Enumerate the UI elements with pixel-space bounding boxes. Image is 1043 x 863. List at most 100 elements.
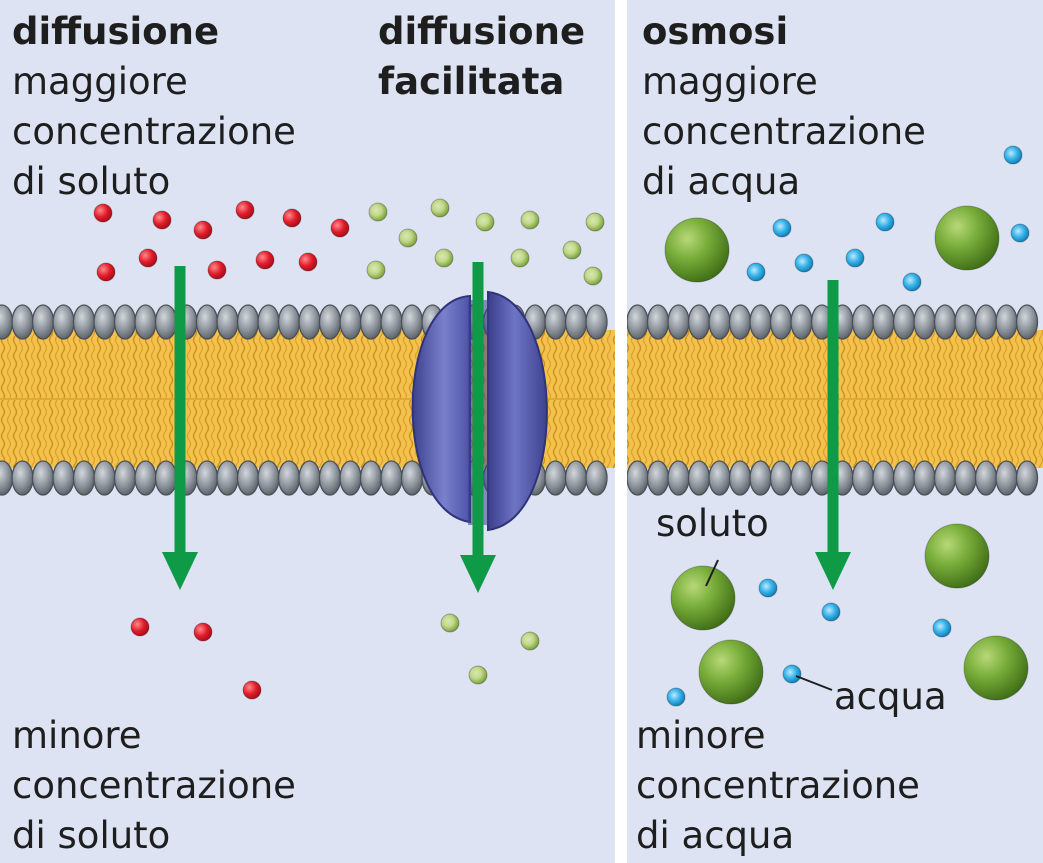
water-label: acqua	[834, 675, 947, 718]
solute-particle-green	[475, 212, 495, 232]
phospholipid-head	[318, 304, 342, 340]
solute-particle-red	[255, 250, 275, 270]
phospholipid-head	[851, 304, 875, 340]
solute-particle-red	[93, 203, 113, 223]
solute-particle-green	[368, 202, 388, 222]
osmosis-bottom-line-1: minore	[636, 714, 766, 757]
facilitated-title-line-1: diffusione	[378, 10, 586, 53]
phospholipid-head	[646, 460, 670, 496]
large-solute-particle	[924, 523, 990, 589]
phospholipid-head	[236, 460, 260, 496]
water-molecule	[772, 218, 792, 238]
phospholipid-head	[954, 304, 977, 340]
particles	[93, 145, 1030, 707]
water-molecule	[1003, 145, 1023, 165]
phospholipid-head	[872, 304, 895, 340]
phospholipid-head	[769, 304, 793, 340]
water-molecule	[794, 253, 814, 273]
phospholipid-head	[52, 304, 75, 340]
phospholipid-head	[626, 460, 649, 496]
phospholipid-head	[257, 304, 280, 340]
phospholipid-head	[728, 304, 752, 340]
phospholipid-head	[52, 460, 75, 496]
phospholipid-head	[667, 460, 690, 496]
phospholipid-head	[72, 304, 96, 340]
phospholipid-head	[687, 460, 711, 496]
diffusion-bottom-line-2: concentrazione	[12, 764, 296, 807]
arrow-diffusion	[162, 266, 198, 590]
phospholipid-head	[400, 304, 424, 340]
panel-separator	[615, 0, 627, 863]
phospholipid-head	[93, 460, 116, 496]
osmosis-bottom-line-2: concentrazione	[636, 764, 920, 807]
phospholipid-head	[1015, 460, 1039, 496]
channel-protein	[411, 290, 548, 532]
phospholipid-head	[298, 304, 321, 340]
solute-particle-green	[434, 248, 454, 268]
solute-particle-green	[520, 210, 540, 230]
solute-particle-green	[585, 212, 605, 232]
solute-particle-red	[298, 252, 318, 272]
solute-particle-red	[96, 262, 116, 282]
arrow-osmosis	[815, 280, 851, 590]
phospholipid-head	[769, 460, 793, 496]
phospholipid-head	[687, 304, 711, 340]
solute-particle-green	[398, 228, 418, 248]
phospholipid-head	[564, 304, 588, 340]
solute-particle-red	[193, 220, 213, 240]
solute-label-leader	[705, 559, 719, 587]
diffusion-title: diffusione	[12, 10, 220, 53]
phospholipid-head	[708, 460, 731, 496]
phospholipid-head	[790, 304, 813, 340]
phospholipid-head	[749, 460, 772, 496]
phospholipid-head	[195, 460, 219, 496]
phospholipid-head	[790, 460, 813, 496]
water-molecule	[782, 664, 802, 684]
solute-particle-green	[562, 240, 582, 260]
channel-protein-left-half	[411, 294, 471, 524]
solute-particle-red	[282, 208, 302, 228]
phospholipid-head	[933, 304, 957, 340]
phospholipid-head	[134, 304, 157, 340]
osmosis-top-line-3: di acqua	[642, 160, 801, 203]
phospholipid-head	[954, 460, 977, 496]
water-molecule	[666, 687, 686, 707]
phospholipid-head	[11, 460, 34, 496]
osmosis-top-line-1: maggiore	[642, 60, 818, 103]
solute-particle-red	[330, 218, 350, 238]
solute-particle-red	[130, 617, 150, 637]
solute-particle-green	[440, 613, 460, 633]
phospholipid-head	[93, 304, 116, 340]
phospholipid-head	[1015, 304, 1039, 340]
phospholipid-head	[974, 304, 998, 340]
large-solute-particle	[698, 639, 764, 705]
phospholipid-head	[974, 460, 998, 496]
phospholipid-head	[154, 304, 178, 340]
phospholipid-head	[154, 460, 178, 496]
phospholipid-head	[626, 304, 649, 340]
phospholipid-head	[31, 304, 55, 340]
phospholipid-head	[339, 460, 362, 496]
solute-particle-green	[430, 198, 450, 218]
phospholipid-head	[195, 304, 219, 340]
phospholipid-head	[359, 460, 383, 496]
solute-particle-red	[235, 200, 255, 220]
phospholipid-head	[913, 304, 936, 340]
solute-particle-red	[138, 248, 158, 268]
water-molecule	[932, 618, 952, 638]
phospholipid-head	[134, 460, 157, 496]
solute-particle-red	[152, 210, 172, 230]
phospholipid-head	[11, 304, 34, 340]
large-solute-particle	[670, 565, 736, 631]
phospholipid-head	[359, 304, 383, 340]
osmosis-top-line-2: concentrazione	[642, 110, 926, 153]
phospholipid-head	[708, 304, 731, 340]
water-molecule	[845, 248, 865, 268]
osmosis-title: osmosi	[642, 10, 789, 53]
arrow-facilitated	[460, 262, 496, 593]
phospholipid-head	[544, 460, 567, 496]
phospholipid-head	[216, 304, 239, 340]
phospholipid-head	[851, 460, 875, 496]
